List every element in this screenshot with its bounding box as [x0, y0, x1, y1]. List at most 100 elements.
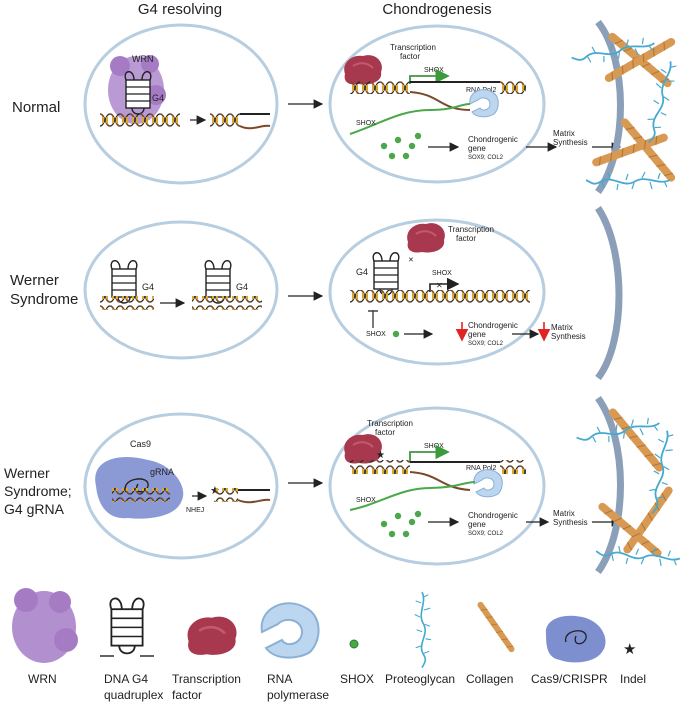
legend-tf-2: factor [172, 688, 202, 702]
shox-mrna-label: SHOX [356, 497, 376, 504]
row-label-g4grna-1: Werner [4, 465, 50, 481]
shox-label: SHOX [432, 270, 452, 277]
rna-polymerase [473, 469, 503, 498]
rnap-label: RNA Pol2 [466, 465, 496, 472]
dna-helix [210, 112, 240, 128]
dna-helix [100, 112, 180, 128]
matrix-label: Matrix [553, 129, 575, 138]
cell-normal-right: Transcription factor SHOX RNA Pol2 SHOX … [328, 24, 546, 184]
tf-label-2: factor [456, 234, 476, 243]
shox-label: SHOX [424, 443, 444, 450]
tf-label-2: factor [400, 52, 420, 61]
legend-rnap-1: RNA [267, 672, 292, 686]
ecm-g4grna [574, 395, 682, 575]
rna-polymerase [469, 89, 499, 118]
shox-mrna-label: SHOX [356, 120, 376, 127]
sox9-col2-label: SOX9; COL2 [468, 531, 504, 537]
dna-helix [192, 296, 262, 310]
row-label-werner-2: Syndrome [10, 291, 78, 308]
legend-tf-icon [186, 615, 238, 657]
sox9-col2-label: SOX9; COL2 [468, 155, 504, 161]
dna-helix [100, 296, 154, 310]
legend-collagen: Collagen [466, 672, 513, 686]
legend-wrn-icon [12, 588, 78, 663]
grna-label: gRNA [150, 467, 174, 477]
dna-helix [350, 290, 530, 304]
shox-protein-dots [380, 132, 422, 160]
transcription-factor [406, 222, 446, 254]
dna-helix [500, 460, 526, 474]
cell-werner-left: G4 G4 [83, 220, 279, 360]
cell-g4grna-left: Cas9 gRNA NHEJ ★ [83, 412, 279, 560]
row-label-werner-1: Werner [10, 272, 59, 289]
cell-normal-left: WRN G4 [83, 23, 279, 185]
legend-shox: SHOX [340, 672, 374, 686]
legend-collagen-icon [475, 600, 517, 654]
transcription-start-arrow [409, 444, 450, 462]
synthesis-label: Synthesis [551, 332, 586, 341]
matrix-label: Matrix [551, 323, 573, 332]
block-x: ✕ [408, 257, 414, 264]
shox-label-2: SHOX [366, 331, 386, 338]
ssdna-strand [239, 124, 271, 130]
shox-protein-dot [392, 330, 400, 338]
dna-helix [112, 488, 170, 502]
legend-cas9-icon [545, 615, 606, 663]
header-g4-resolving: G4 resolving [138, 1, 222, 18]
wrn-label: WRN [132, 54, 154, 64]
matrix-label: Matrix [553, 509, 575, 518]
cell-g4grna-right: Transcription factor ★ SHOX RNA Pol2 SHO… [328, 406, 546, 566]
row-label-g4grna-2: Syndrome; [4, 483, 72, 499]
header-chondrogenesis: Chondrogenesis [382, 1, 491, 18]
ecm-normal [569, 19, 681, 195]
cas9-label: Cas9 [130, 439, 151, 449]
row-label-normal: Normal [12, 99, 60, 116]
g4-quadruplex [372, 252, 400, 296]
tf-label-1: Transcription [367, 419, 413, 428]
legend-g4-2: quadruplex [104, 688, 163, 702]
row-label-g4grna-3: G4 gRNA [4, 501, 65, 517]
blocked-transcription-arrow [429, 277, 460, 292]
tf-label-1: Transcription [390, 43, 436, 52]
g4-label: G4 [356, 267, 368, 277]
block-x: ✕ [436, 281, 443, 290]
legend-proteoglycan-icon [413, 591, 432, 669]
synthesis-label: Synthesis [553, 138, 588, 147]
dna-helix [214, 488, 238, 502]
nhej-label: NHEJ [186, 507, 204, 514]
legend-g4-1: DNA G4 [104, 672, 148, 686]
ssdna-strand [237, 498, 271, 504]
sox9-col2-label: SOX9; COL2 [468, 341, 504, 347]
g4-label: G4 [142, 282, 154, 292]
dna-helix [350, 460, 410, 474]
tf-label-1: Transcription [448, 225, 494, 234]
legend-wrn: WRN [28, 672, 57, 686]
shox-label: SHOX [424, 67, 444, 74]
legend: WRN DNA G4 quadruplex Transcription fact… [12, 588, 646, 702]
legend-proteoglycan: Proteoglycan [385, 672, 455, 686]
legend-indel: Indel [620, 672, 646, 686]
synthesis-label: Synthesis [553, 518, 588, 527]
chondrogenic-label: Chondrogenic [468, 321, 518, 330]
gene-label: gene [468, 520, 486, 529]
g4-label: G4 [152, 93, 164, 103]
legend-indel-icon: ★ [623, 641, 636, 658]
gene-label: gene [468, 330, 486, 339]
legend-shox-icon [349, 639, 359, 649]
legend-tf-1: Transcription [172, 672, 241, 686]
legend-cas9: Cas9/CRISPR [531, 672, 608, 686]
ecm-werner-membrane [595, 206, 623, 381]
shox-mrna [349, 103, 471, 135]
chondrogenic-label: Chondrogenic [468, 135, 518, 144]
shox-mrna [349, 481, 476, 511]
chondrogenic-label: Chondrogenic [468, 511, 518, 520]
g4-label: G4 [236, 282, 248, 292]
tf-label-2: factor [375, 428, 395, 437]
cell-werner-right: Transcription factor ✕ G4 SHOX ✕ SHOX Ch… [328, 218, 546, 366]
inhibition-bar [368, 310, 378, 328]
dna-helix [350, 80, 410, 94]
indel-star: ★ [376, 450, 385, 461]
dna-strand [409, 471, 471, 491]
